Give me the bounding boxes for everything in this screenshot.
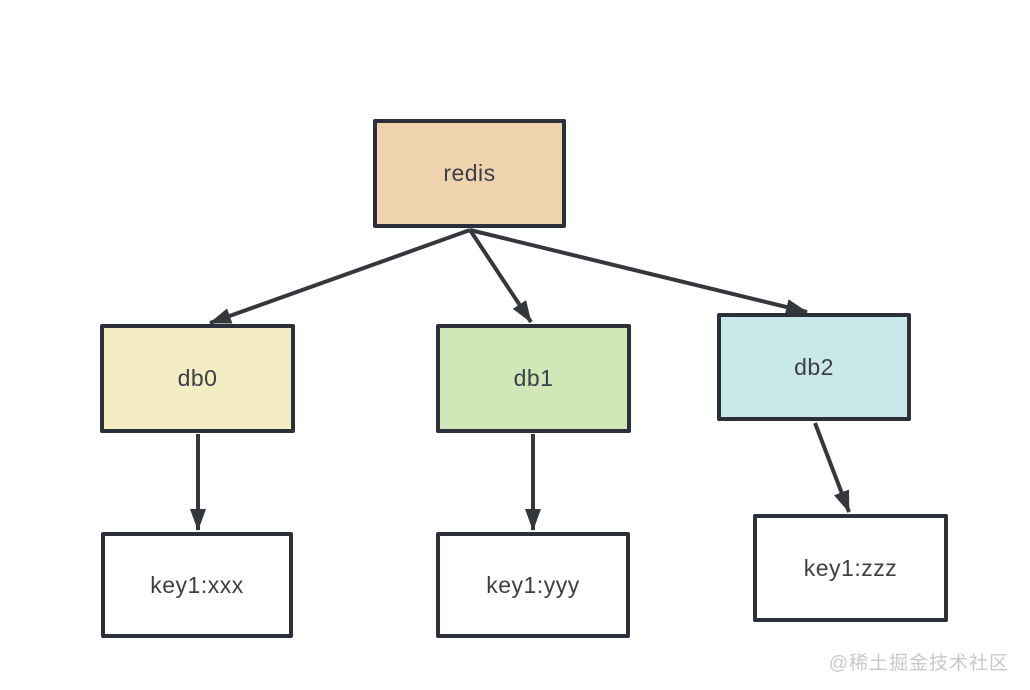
watermark: @稀土掘金技术社区	[828, 653, 1009, 674]
node-key1yyy-label: key1:yyy	[486, 571, 580, 598]
edge-db2-key1zzz	[813, 422, 851, 513]
node-key1zzz-label: key1:zzz	[803, 554, 898, 581]
node-db0-label: db0	[177, 365, 218, 391]
node-key1yyy: key1:yyy	[436, 532, 630, 638]
edge-redis-db2	[469, 228, 808, 315]
node-db2-label: db2	[794, 353, 834, 380]
node-redis: redis	[373, 119, 566, 228]
edge-redis-db0	[209, 228, 471, 325]
node-key1xxx-label: key1:xxx	[150, 571, 244, 598]
edge-redis-db1	[468, 228, 533, 324]
node-db0: db0	[100, 324, 295, 433]
node-key1xxx: key1:xxx	[101, 532, 293, 638]
node-db1-label: db1	[513, 365, 554, 391]
node-db1: db1	[436, 324, 631, 433]
node-redis-label: redis	[443, 160, 496, 186]
node-key1zzz: key1:zzz	[753, 514, 948, 622]
node-db2: db2	[717, 313, 911, 421]
